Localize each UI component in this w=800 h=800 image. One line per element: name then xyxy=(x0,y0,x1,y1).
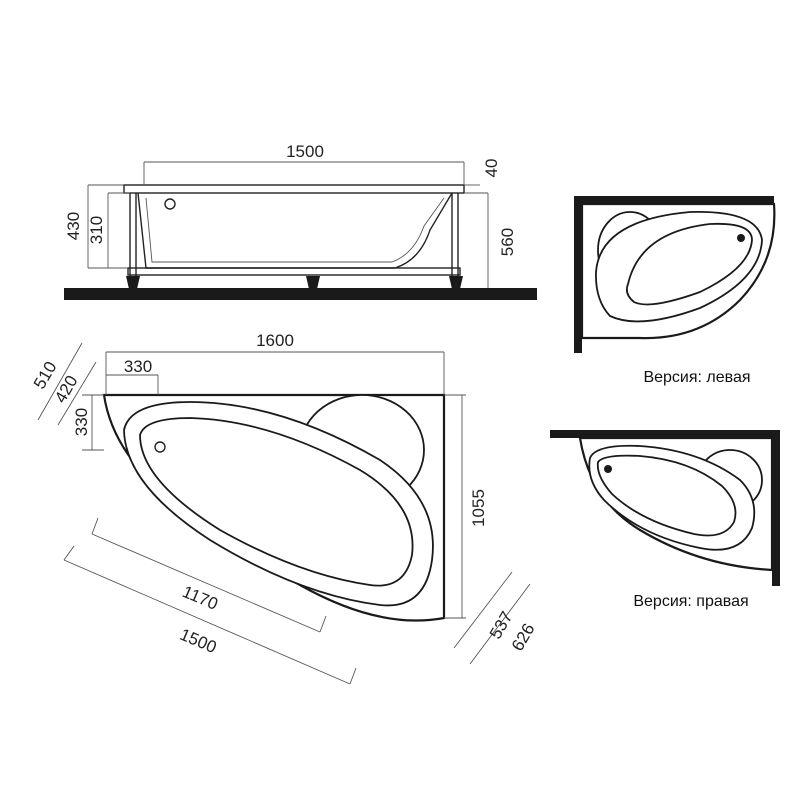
dim-height-560: 560 xyxy=(498,228,517,256)
foot-middle xyxy=(306,276,320,289)
right-version-drain xyxy=(604,465,612,473)
dim-diag-626: 626 xyxy=(508,620,539,654)
dim-diag-1500: 1500 xyxy=(177,625,219,657)
overflow-hole xyxy=(164,198,176,210)
foot-right xyxy=(449,276,463,289)
dim-height-310: 310 xyxy=(87,216,106,244)
dim-height-430: 430 xyxy=(64,212,83,240)
left-version-drain xyxy=(737,234,745,242)
dim-offset-330: 330 xyxy=(124,357,152,376)
version-left-label: Версия: левая xyxy=(643,369,750,386)
version-right-label: Версия: правая xyxy=(633,593,748,610)
dim-diag-420: 420 xyxy=(51,372,82,406)
top-inner-bowl xyxy=(139,417,414,587)
side-tub-body xyxy=(137,192,453,269)
dim-vertical-330: 330 xyxy=(72,408,91,436)
foot-left xyxy=(126,276,140,289)
version-left-diagram: Версия: левая xyxy=(574,196,776,386)
top-view: 1600 330 510 420 330 1055 1170 1500 xyxy=(30,331,539,685)
dim-top-length: 1600 xyxy=(256,331,294,350)
frame-bar xyxy=(127,267,461,276)
floor xyxy=(64,288,537,300)
side-rim xyxy=(123,184,465,194)
right-version-inner-bowl xyxy=(596,454,737,537)
drain-hole xyxy=(154,441,166,453)
wall-side-right-version xyxy=(772,430,780,586)
dim-side-width: 1500 xyxy=(286,142,324,161)
left-version-inner-bowl xyxy=(625,222,753,306)
dim-width-1055: 1055 xyxy=(469,489,488,527)
dim-rim-40: 40 xyxy=(482,159,501,178)
version-right-diagram: Версия: правая xyxy=(550,430,780,610)
wall-top-right-version xyxy=(550,430,780,438)
side-view: 1500 40 560 430 310 xyxy=(64,142,537,300)
side-tub-inner xyxy=(145,197,445,263)
wall-top-left-version xyxy=(574,196,774,204)
wall-side-left-version xyxy=(574,196,582,353)
